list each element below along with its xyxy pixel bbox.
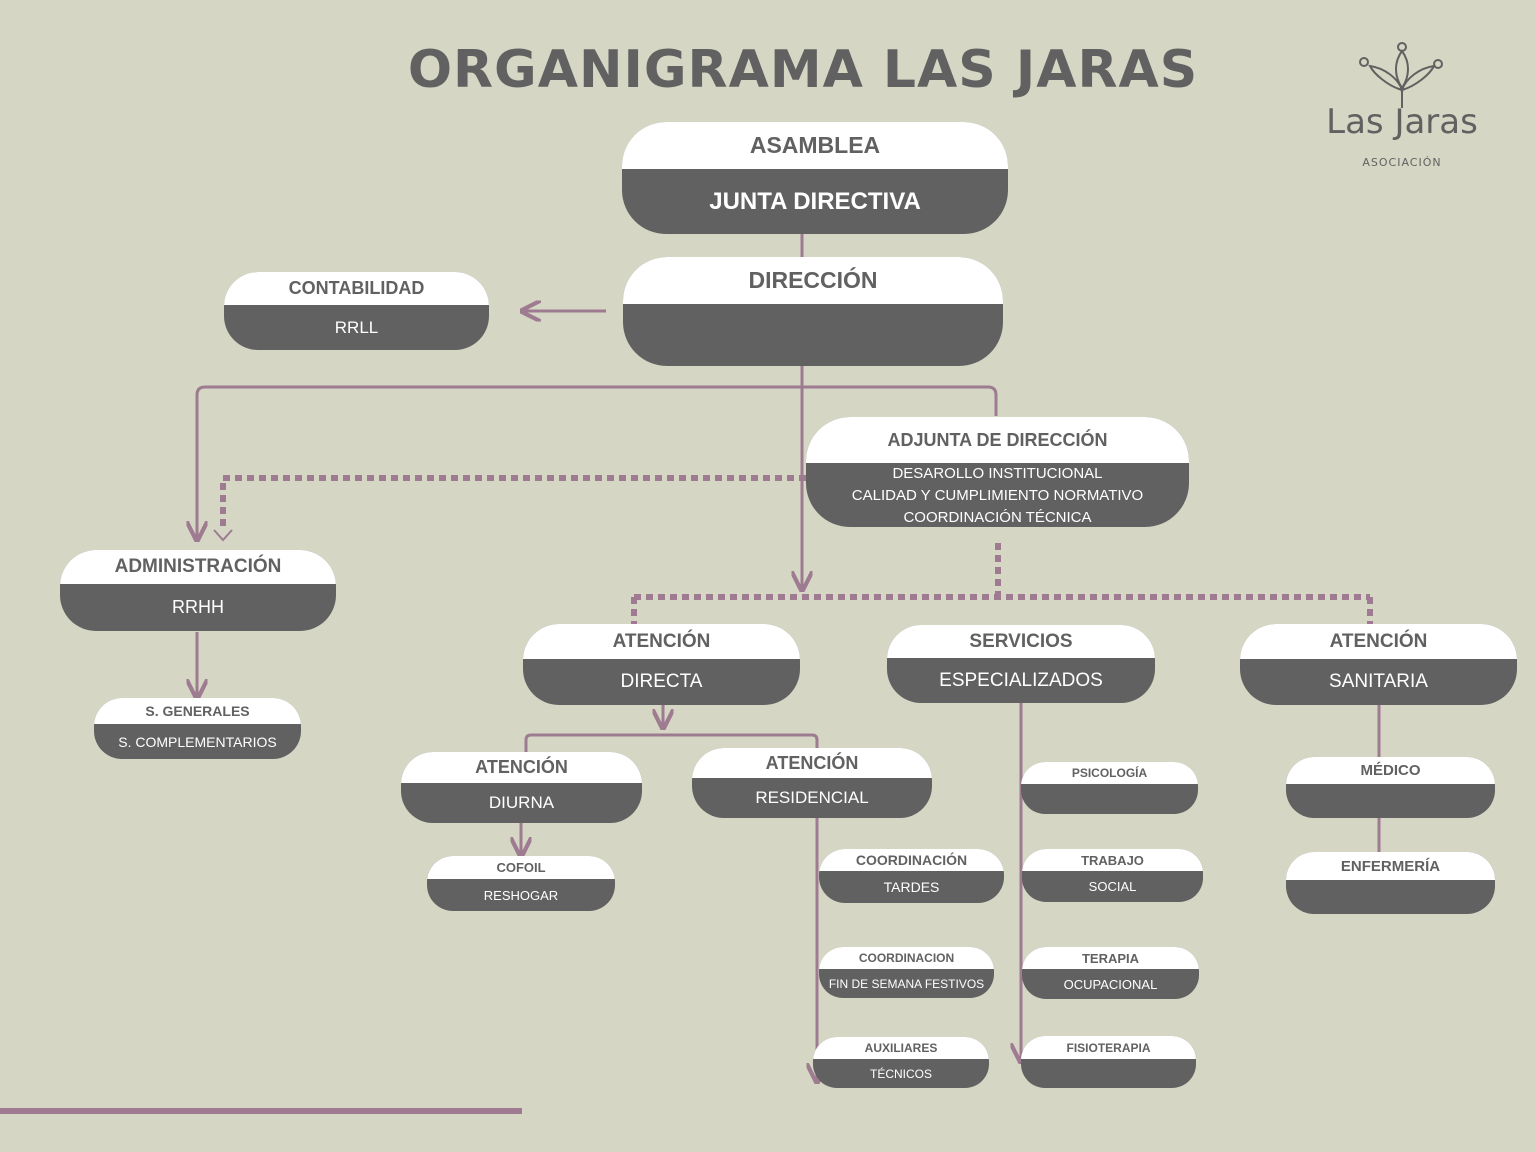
node-auxiliares-subtitle: TÉCNICOS <box>869 1066 932 1081</box>
node-servicios-especializados: SERVICIOS ESPECIALIZADOS <box>887 625 1155 703</box>
node-atencion-directa-subtitle: DIRECTA <box>620 671 703 692</box>
node-adjunta-line-2: CALIDAD Y CUMPLIMIENTO NORMATIVO <box>851 487 1144 504</box>
node-psicologia-title: PSICOLOGÍA <box>1021 762 1198 784</box>
node-psicologia-subtitle <box>1021 784 1198 814</box>
node-atencion-sanitaria-subtitle: SANITARIA <box>1329 671 1428 692</box>
node-atencion-residencial-title: ATENCIÓN <box>692 748 932 778</box>
node-s-generales: S. GENERALES S. COMPLEMENTARIOS <box>94 698 301 759</box>
node-adjunta-line-1: DESAROLLO INSTITUCIONAL <box>892 465 1103 482</box>
node-atencion-directa-title: ATENCIÓN <box>523 624 800 659</box>
decorative-bar <box>0 1108 522 1114</box>
node-trabajo-social: TRABAJO SOCIAL <box>1022 849 1203 902</box>
node-terapia-title: TERAPIA <box>1022 947 1199 969</box>
node-fisioterapia: FISIOTERAPIA <box>1021 1036 1196 1088</box>
node-administracion: ADMINISTRACIÓN RRHH <box>60 550 336 631</box>
node-medico-title: MÉDICO <box>1286 757 1495 784</box>
node-adjunta-direccion: ADJUNTA DE DIRECCIÓN DESAROLLO INSTITUCI… <box>806 417 1189 527</box>
connector-diurna-residencial-bus <box>524 733 819 752</box>
lotus-flower-icon <box>1359 42 1443 108</box>
node-s-generales-subtitle: S. COMPLEMENTARIOS <box>118 733 277 750</box>
page-title: ORGANIGRAMA LAS JARAS <box>407 40 1199 100</box>
node-s-generales-title: S. GENERALES <box>94 698 301 724</box>
node-atencion-sanitaria-title: ATENCIÓN <box>1240 624 1517 659</box>
node-medico-subtitle <box>1286 784 1495 818</box>
node-atencion-residencial-subtitle: RESIDENCIAL <box>755 788 869 807</box>
dotted-adjunta-administracion <box>220 475 806 530</box>
node-psicologia: PSICOLOGÍA <box>1021 762 1198 814</box>
node-atencion-diurna-subtitle: DIURNA <box>488 793 555 812</box>
node-coordinacion-tardes: COORDINACIÓN TARDES <box>819 849 1004 903</box>
node-coordinacion-fin-subtitle: FIN DE SEMANA FESTIVOS <box>828 976 985 991</box>
node-direccion-title: DIRECCIÓN <box>623 257 1003 304</box>
node-contabilidad-title: CONTABILIDAD <box>224 272 489 305</box>
node-contabilidad: CONTABILIDAD RRLL <box>224 272 489 350</box>
node-asamblea: ASAMBLEA JUNTA DIRECTIVA <box>622 122 1008 234</box>
node-servicios-title: SERVICIOS <box>887 625 1155 658</box>
node-enfermeria-title: ENFERMERÍA <box>1286 852 1495 880</box>
node-enfermeria: ENFERMERÍA <box>1286 852 1495 914</box>
node-administracion-title: ADMINISTRACIÓN <box>60 550 336 584</box>
node-atencion-residencial: ATENCIÓN RESIDENCIAL <box>692 748 932 818</box>
node-auxiliares-tecnicos: AUXILIARES TÉCNICOS <box>813 1037 989 1088</box>
node-medico: MÉDICO <box>1286 757 1495 818</box>
logo-subtitle: ASOCIACIÓN <box>1362 156 1442 169</box>
node-servicios-subtitle: ESPECIALIZADOS <box>939 669 1103 691</box>
node-cofoil: COFOIL RESHOGAR <box>427 856 615 911</box>
logo: Las Jaras ASOCIACIÓN <box>1318 38 1486 178</box>
dotted-arrow-head <box>213 529 233 542</box>
node-coordinacion-tardes-subtitle: TARDES <box>883 879 940 895</box>
node-enfermeria-subtitle <box>1286 880 1495 914</box>
node-terapia-ocupacional: TERAPIA OCUPACIONAL <box>1022 947 1199 999</box>
node-terapia-subtitle: OCUPACIONAL <box>1063 976 1158 992</box>
node-direccion-subtitle <box>623 304 1003 366</box>
node-atencion-directa: ATENCIÓN DIRECTA <box>523 624 800 705</box>
node-trabajo-social-title: TRABAJO <box>1022 849 1203 871</box>
node-asamblea-subtitle: JUNTA DIRECTIVA <box>709 187 921 215</box>
node-cofoil-subtitle: RESHOGAR <box>483 887 559 903</box>
node-contabilidad-subtitle: RRLL <box>334 317 379 337</box>
node-coordinacion-tardes-title: COORDINACIÓN <box>819 849 1004 871</box>
node-coordinacion-fin-semana: COORDINACION FIN DE SEMANA FESTIVOS <box>819 947 994 998</box>
node-administracion-subtitle: RRHH <box>172 597 224 617</box>
node-adjunta-line-3: COORDINACIÓN TÉCNICA <box>903 509 1092 526</box>
node-adjunta-title: ADJUNTA DE DIRECCIÓN <box>806 417 1189 463</box>
node-coordinacion-fin-title: COORDINACION <box>819 947 994 969</box>
node-asamblea-title: ASAMBLEA <box>622 122 1008 169</box>
node-direccion: DIRECCIÓN <box>623 257 1003 366</box>
logo-brand: Las Jaras <box>1326 102 1478 142</box>
node-atencion-diurna: ATENCIÓN DIURNA <box>401 752 642 823</box>
node-atencion-sanitaria: ATENCIÓN SANITARIA <box>1240 624 1517 705</box>
node-cofoil-title: COFOIL <box>427 856 615 879</box>
node-atencion-diurna-title: ATENCIÓN <box>401 752 642 783</box>
node-trabajo-social-subtitle: SOCIAL <box>1088 879 1137 894</box>
connector-direccion-administracion <box>197 385 998 540</box>
node-fisioterapia-title: FISIOTERAPIA <box>1021 1036 1196 1059</box>
node-auxiliares-title: AUXILIARES <box>813 1037 989 1059</box>
node-fisioterapia-subtitle <box>1021 1059 1196 1088</box>
